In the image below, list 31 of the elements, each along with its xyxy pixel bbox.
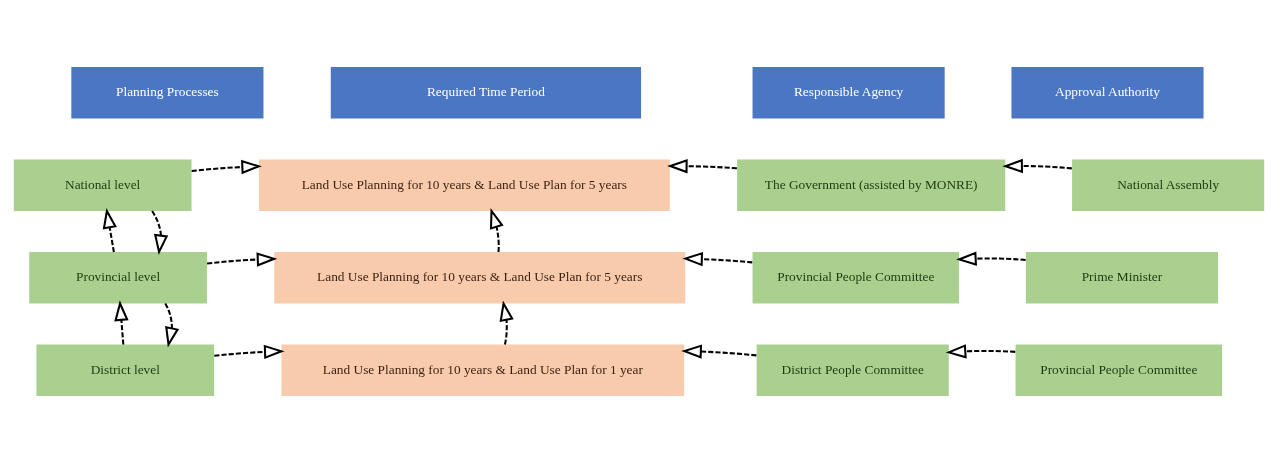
arrow <box>682 251 753 267</box>
node-box: National level <box>13 159 192 211</box>
arrow <box>681 344 757 359</box>
node-box: Land Use Planning for 10 years & Land Use Plan for 5 years <box>274 252 686 304</box>
arrow <box>191 159 262 175</box>
arrow <box>164 303 180 348</box>
arrow <box>207 252 278 267</box>
arrow <box>499 300 514 345</box>
arrow <box>214 344 285 360</box>
node-box: Provincial People Committee <box>752 252 960 304</box>
node-box: Required Time Period <box>330 67 642 119</box>
node-box: Land Use Planning for 10 years & Land Use Plan for 1 year <box>281 344 685 396</box>
node-box: District People Committee <box>756 344 949 396</box>
node-box: Prime Minister <box>1025 252 1218 304</box>
arrow <box>102 207 117 253</box>
node-box: Planning Processes <box>71 67 264 119</box>
arrow <box>1002 158 1072 174</box>
node-box: Land Use Planning for 10 years & Land Use Plan for 5 years <box>258 159 670 211</box>
arrow <box>945 344 1016 359</box>
node-box: The Government (assisted by MONRE) <box>737 159 1006 211</box>
node-box: District level <box>36 344 215 396</box>
arrow <box>489 208 504 253</box>
node-box: National Assembly <box>1072 159 1265 211</box>
arrow <box>667 158 737 174</box>
node-box: Provincial People Committee <box>1015 344 1223 396</box>
arrow <box>151 210 169 256</box>
node-box: Approval Authority <box>1011 67 1204 119</box>
node-box: Provincial level <box>29 252 207 304</box>
arrow <box>956 251 1026 266</box>
arrow <box>114 300 129 345</box>
node-box: Responsible Agency <box>752 67 945 119</box>
